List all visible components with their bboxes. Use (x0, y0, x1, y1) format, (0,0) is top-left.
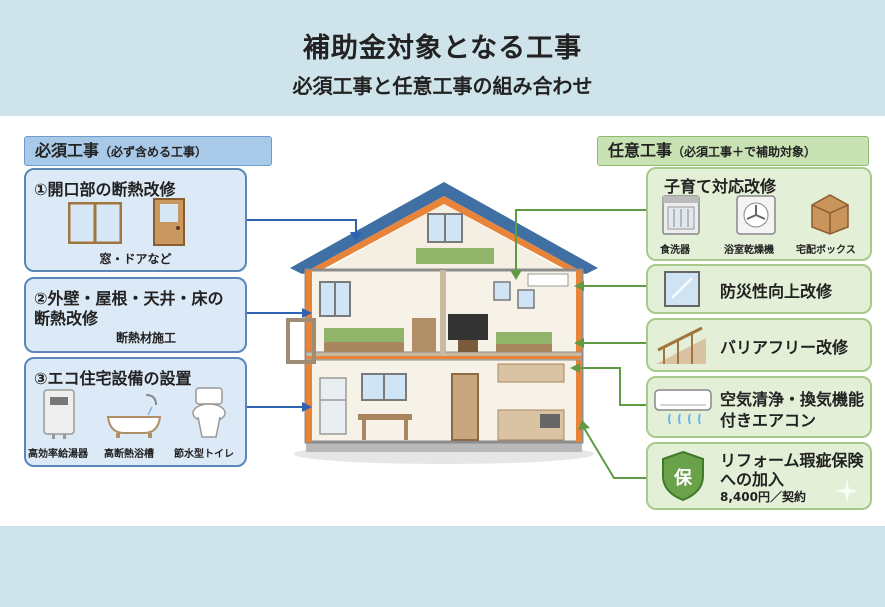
optional-item-title-line1: 空気清浄・換気機能 (720, 390, 865, 409)
sparkle-icon (835, 479, 859, 503)
optional-item-air-conditioner: 空気清浄・換気機能 付きエアコン (646, 376, 872, 438)
mandatory-item-insulation: ②外壁・屋根・天井・床の 断熱改修 断熱材施工 (24, 277, 247, 353)
mandatory-item-title: ③エコ住宅設備の設置 (34, 369, 192, 388)
optional-item-childcare: 子育て対応改修 食洗器 浴室乾燥機 宅配ボックス (646, 167, 872, 261)
mandatory-item-caption: 断熱材施工 (116, 331, 177, 345)
door-icon (153, 198, 185, 246)
house-illustration (286, 182, 598, 464)
footer-band (0, 526, 885, 607)
equipment-label: 高効率給湯器 (28, 449, 88, 460)
mandatory-item-title-line2: 断熱改修 (34, 309, 99, 328)
optional-item-price: 8,400円／契約 (720, 490, 806, 504)
mandatory-item-title-line1: ②外壁・屋根・天井・床の (34, 289, 224, 308)
delivery-box-icon (811, 194, 849, 235)
header: 補助金対象となる工事 必須工事と任意工事の組み合わせ (0, 0, 885, 116)
optional-item-title-line1: リフォーム瑕疵保険 (720, 451, 864, 470)
bathroom-dryer-icon (736, 195, 776, 235)
water-heater-icon (43, 389, 75, 439)
equipment-label: 高断熱浴槽 (104, 449, 154, 460)
childcare-label: 食洗器 (660, 245, 690, 256)
insurance-shield-icon: 保 (662, 450, 704, 502)
insurance-badge-text: 保 (673, 467, 693, 489)
mandatory-heading: 必須工事（必ず含める工事） (24, 136, 272, 166)
page-title: 補助金対象となる工事 (302, 33, 583, 64)
bathtub-icon (106, 394, 162, 438)
air-conditioner-icon (654, 389, 712, 425)
optional-item-barrier-free: バリアフリー改修 (646, 318, 872, 372)
optional-item-title: 子育て対応改修 (664, 177, 777, 196)
mandatory-item-title: ①開口部の断熱改修 (34, 180, 176, 199)
mandatory-item-eco-equipment: ③エコ住宅設備の設置 高効率給湯器 高断熱浴槽 節水型トイレ (24, 357, 247, 467)
toilet-icon (192, 387, 226, 438)
optional-item-title: 防災性向上改修 (720, 282, 833, 301)
optional-item-disaster: 防災性向上改修 (646, 264, 872, 314)
optional-heading-label: 任意工事 (608, 141, 673, 160)
optional-item-title-line2: への加入 (720, 470, 785, 489)
optional-item-title: バリアフリー改修 (720, 338, 849, 357)
handrail-icon (656, 326, 706, 364)
childcare-label: 宅配ボックス (796, 245, 856, 256)
optional-heading-note: （必須工事＋で補助対象） (672, 145, 817, 159)
childcare-label: 浴室乾燥機 (724, 245, 774, 256)
window-icon (68, 202, 122, 244)
mandatory-heading-note: （必ず含める工事） (99, 145, 208, 159)
mandatory-heading-label: 必須工事 (35, 141, 100, 160)
equipment-label: 節水型トイレ (174, 449, 234, 460)
mandatory-item-caption: 窓・ドアなど (99, 252, 172, 266)
optional-item-insurance: 保 リフォーム瑕疵保険 への加入 8,400円／契約 (646, 442, 872, 510)
dishwasher-icon (662, 195, 700, 235)
mandatory-item-opening: ①開口部の断熱改修 窓・ドアなど (24, 168, 247, 272)
optional-item-title-line2: 付きエアコン (720, 411, 817, 430)
optional-heading: 任意工事（必須工事＋で補助対象） (597, 136, 869, 166)
page-subtitle: 必須工事と任意工事の組み合わせ (292, 74, 593, 98)
disaster-window-icon (664, 271, 700, 307)
